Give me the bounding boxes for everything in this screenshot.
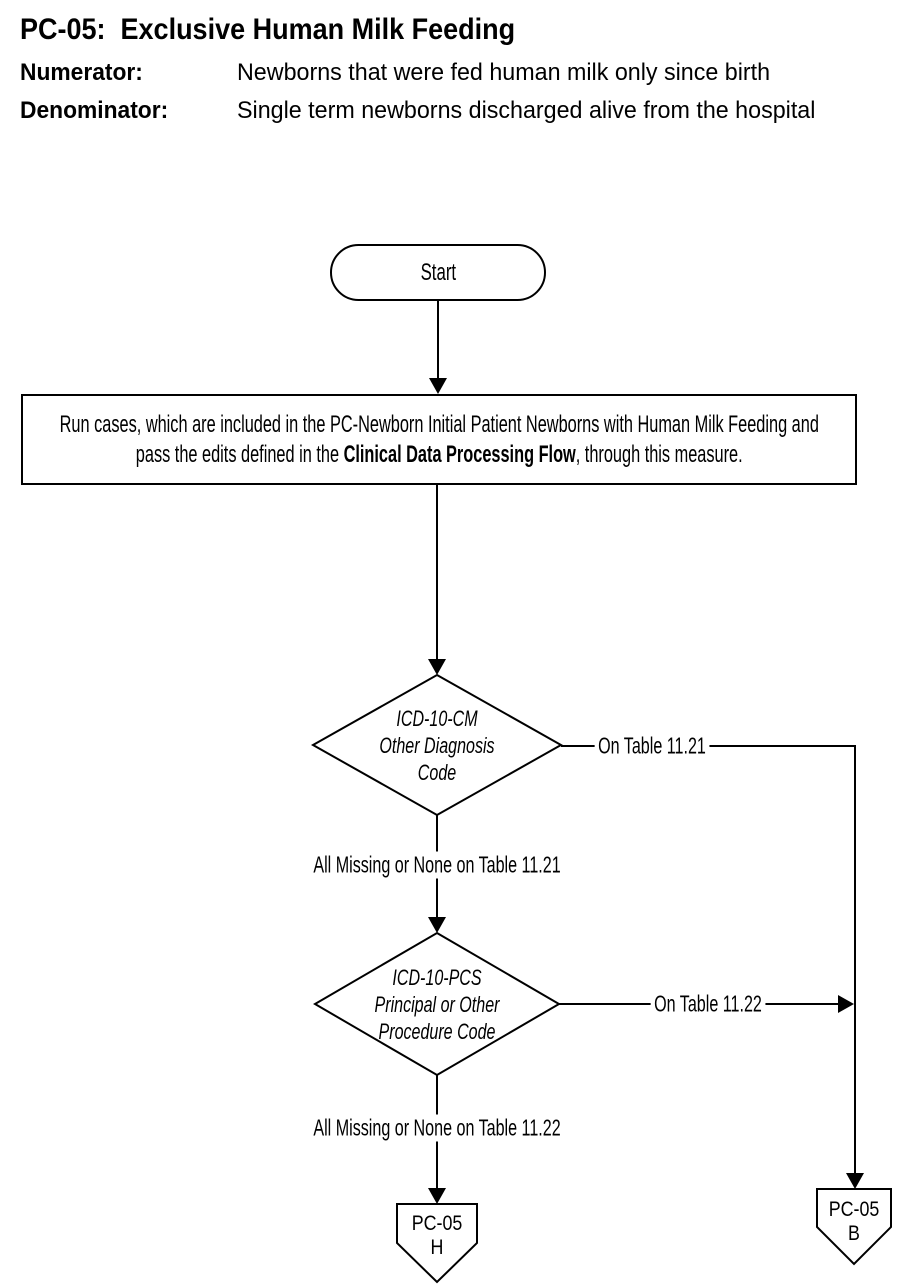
offpage-b-measure: PC-05 bbox=[828, 1198, 880, 1221]
numerator-label: Numerator: bbox=[20, 59, 143, 86]
connector-diagnosis-to-b bbox=[561, 745, 856, 1174]
diagnosis-decision-diamond bbox=[310, 673, 564, 817]
diagnosis-decision-text: ICD-10-CM Other Diagnosis Code bbox=[349, 705, 524, 786]
process-box bbox=[21, 394, 857, 485]
numerator-value: Newborns that were fed human milk only s… bbox=[237, 59, 771, 86]
arrowhead-into-procedure bbox=[428, 917, 446, 933]
start-label-text: Start bbox=[420, 258, 456, 286]
offpage-connector-b bbox=[816, 1188, 892, 1266]
start-label: Start bbox=[331, 245, 545, 300]
offpage-b-text: PC-05 B bbox=[817, 1198, 891, 1246]
diagnosis-line-2: Other Diagnosis bbox=[379, 733, 495, 758]
arrowhead-into-connector-h bbox=[428, 1188, 446, 1204]
denominator-value: Single term newborns discharged alive fr… bbox=[237, 97, 816, 124]
process-line-1: Run cases, which are included in the PC-… bbox=[59, 410, 819, 438]
denominator-label: Denominator: bbox=[20, 97, 169, 124]
procedure-line-1: ICD-10-PCS bbox=[392, 965, 482, 990]
diagnosis-on-table-label: On Table 11.21 bbox=[594, 732, 710, 760]
process-bold-phrase: Clinical Data Processing Flow bbox=[343, 440, 576, 468]
start-terminator bbox=[330, 244, 546, 301]
offpage-h-text: PC-05 H bbox=[397, 1212, 477, 1260]
page-title: PC-05: Exclusive Human Milk Feeding bbox=[20, 13, 516, 46]
arrowhead-into-connector-b bbox=[846, 1173, 864, 1189]
offpage-b-letter: B bbox=[848, 1222, 860, 1245]
process-box-text: Run cases, which are included in the PC-… bbox=[22, 395, 856, 484]
procedure-decision-text: ICD-10-PCS Principal or Other Procedure … bbox=[349, 964, 524, 1045]
procedure-line-2: Principal or Other bbox=[374, 992, 500, 1017]
arrowhead-into-diagnosis bbox=[428, 659, 446, 675]
offpage-h-letter: H bbox=[430, 1236, 444, 1259]
procedure-decision-diamond bbox=[313, 931, 561, 1077]
procedure-line-3: Procedure Code bbox=[378, 1019, 496, 1044]
procedure-all-missing-label: All Missing or None on Table 11.22 bbox=[309, 1114, 565, 1142]
offpage-connector-h bbox=[396, 1203, 478, 1284]
procedure-on-table-label: On Table 11.22 bbox=[650, 990, 766, 1018]
diagnosis-line-1: ICD-10-CM bbox=[396, 706, 478, 731]
process-line-2: pass the edits defined in the Clinical D… bbox=[135, 440, 743, 468]
arrowhead-procedure-right bbox=[838, 995, 854, 1013]
arrowhead-into-process bbox=[429, 378, 447, 394]
diagnosis-all-missing-label: All Missing or None on Table 11.21 bbox=[309, 851, 565, 879]
diagnosis-line-3: Code bbox=[417, 760, 457, 785]
offpage-h-measure: PC-05 bbox=[411, 1212, 463, 1235]
